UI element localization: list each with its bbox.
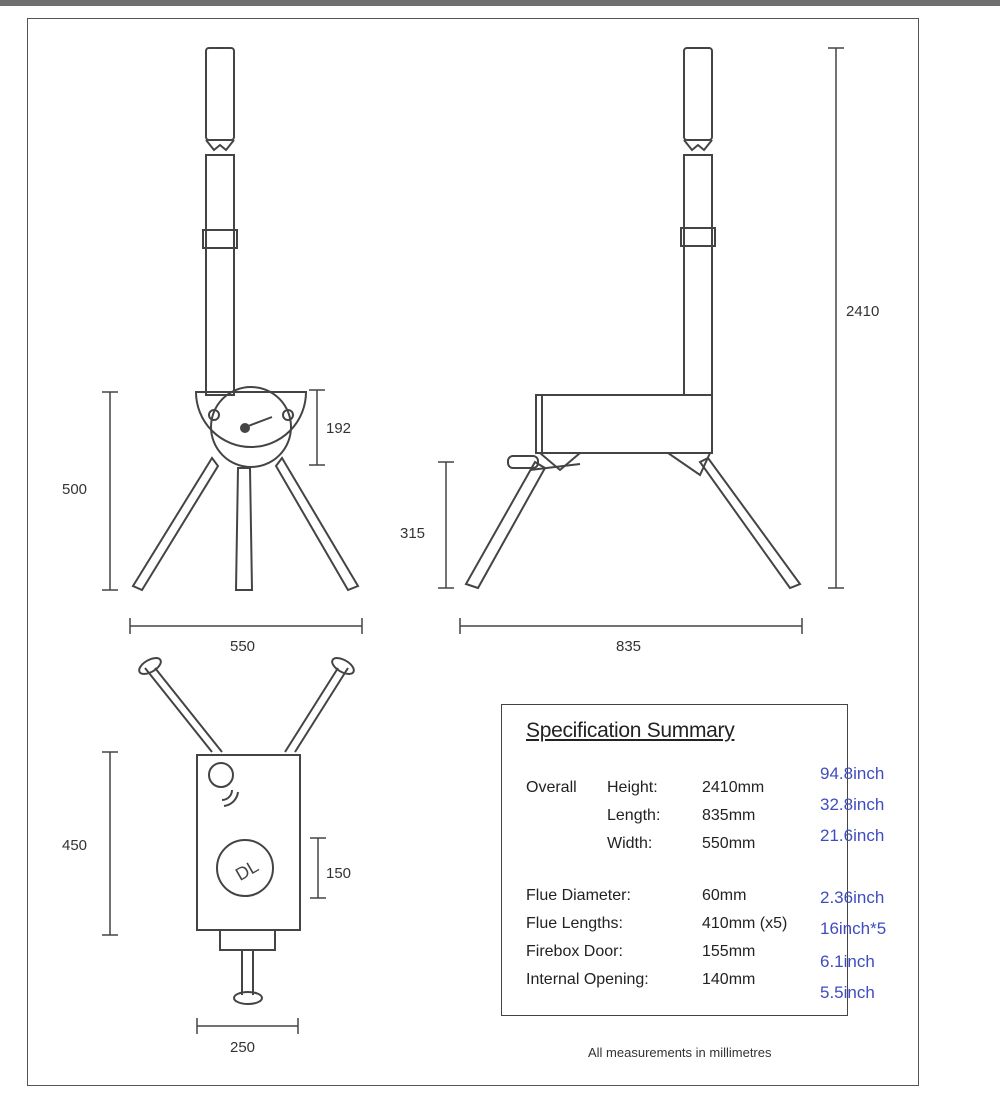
window-top-bar <box>0 0 1000 6</box>
front-firebox-door <box>210 386 292 468</box>
top-rear-bracket <box>219 929 276 951</box>
spec-detail-value: 140mm <box>702 971 756 988</box>
dim-side-length: 835 <box>616 638 641 655</box>
side-leg-rear <box>698 456 802 590</box>
side-flue-collar <box>680 227 716 247</box>
top-rear-foot <box>233 991 263 1005</box>
dimension-labels: 500 192 550 315 835 2410 450 150 250 <box>62 303 879 1056</box>
side-flue-section-2 <box>683 154 713 396</box>
dim-top-depth: 450 <box>62 837 87 854</box>
top-dimension-lines <box>102 751 326 1034</box>
dim-front-width: 550 <box>230 638 255 655</box>
spec-title: Specification Summary <box>526 719 735 742</box>
spec-row-value: 550mm <box>702 835 756 852</box>
front-bolt-left <box>208 409 220 421</box>
inch-annotation: 94.8inch <box>820 764 885 783</box>
top-leg-left <box>144 667 223 753</box>
spec-detail-value: 155mm <box>702 943 756 960</box>
top-firebox <box>196 754 301 931</box>
side-view <box>438 47 844 634</box>
front-door-knob <box>240 423 250 433</box>
side-door-handle <box>507 455 539 469</box>
footnote: All measurements in millimetres <box>588 1045 772 1060</box>
inch-annotation: 2.36inch <box>820 888 885 907</box>
spec-detail-value: 60mm <box>702 887 747 904</box>
spec-row-label: Length: <box>607 807 661 824</box>
top-door <box>216 839 274 897</box>
dim-front-height: 500 <box>62 481 87 498</box>
dim-door-diameter: 150 <box>326 865 351 882</box>
front-leg-right <box>274 456 360 592</box>
dim-overall-height: 2410 <box>846 303 879 320</box>
spec-detail-label: Internal Opening: <box>526 971 649 988</box>
inch-annotation: 5.5inch <box>820 983 875 1002</box>
side-bracket-front <box>537 452 583 472</box>
spec-detail-label: Flue Diameter: <box>526 887 631 904</box>
front-view <box>102 47 363 634</box>
side-dimension-lines <box>438 47 844 634</box>
spec-row-value: 2410mm <box>702 779 765 796</box>
top-foot-left <box>138 657 162 675</box>
top-leg-right <box>284 667 349 753</box>
top-handle-mark <box>221 789 239 807</box>
spec-overall-label: Overall <box>526 779 577 796</box>
front-bolt-right <box>282 409 294 421</box>
dim-firebox-diameter: 192 <box>326 420 351 437</box>
side-flue-section-1 <box>683 47 713 141</box>
dim-side-leg-height: 315 <box>400 525 425 542</box>
front-flue-section-2 <box>205 154 235 396</box>
inch-annotation: 32.8inch <box>820 795 885 814</box>
top-foot-right <box>331 657 355 675</box>
front-flue-collar <box>202 229 238 249</box>
side-brace <box>529 463 581 471</box>
spec-detail-value: 410mm (x5) <box>702 915 788 932</box>
spec-row-value: 835mm <box>702 807 756 824</box>
side-bracket-rear <box>664 452 712 477</box>
front-leg-center <box>234 467 254 591</box>
side-flue-break <box>683 139 713 152</box>
top-door-logo: DL <box>232 856 262 885</box>
front-firebox <box>194 391 308 448</box>
spec-row-label: Width: <box>607 835 653 852</box>
front-leg-left <box>131 456 220 592</box>
inch-annotation: 16inch*5 <box>820 919 887 938</box>
top-flue-hole <box>208 762 234 788</box>
side-firebox <box>535 394 713 454</box>
drawing-sheet <box>27 18 919 1086</box>
spec-row-label: Height: <box>607 779 658 796</box>
front-flue-break <box>205 139 235 152</box>
spec-detail-label: Flue Lengths: <box>526 915 623 932</box>
inch-annotation: 21.6inch <box>820 826 885 845</box>
inch-annotation: 6.1inch <box>820 952 875 971</box>
front-dimension-lines <box>102 389 363 634</box>
top-view: DL <box>102 657 355 1034</box>
spec-detail-label: Firebox Door: <box>526 943 623 960</box>
dim-bottom-width: 250 <box>230 1039 255 1056</box>
front-flue-section-1 <box>205 47 235 141</box>
specification-summary: Specification Summary Overall Height: 24… <box>501 704 848 1016</box>
side-leg-front <box>464 460 547 590</box>
